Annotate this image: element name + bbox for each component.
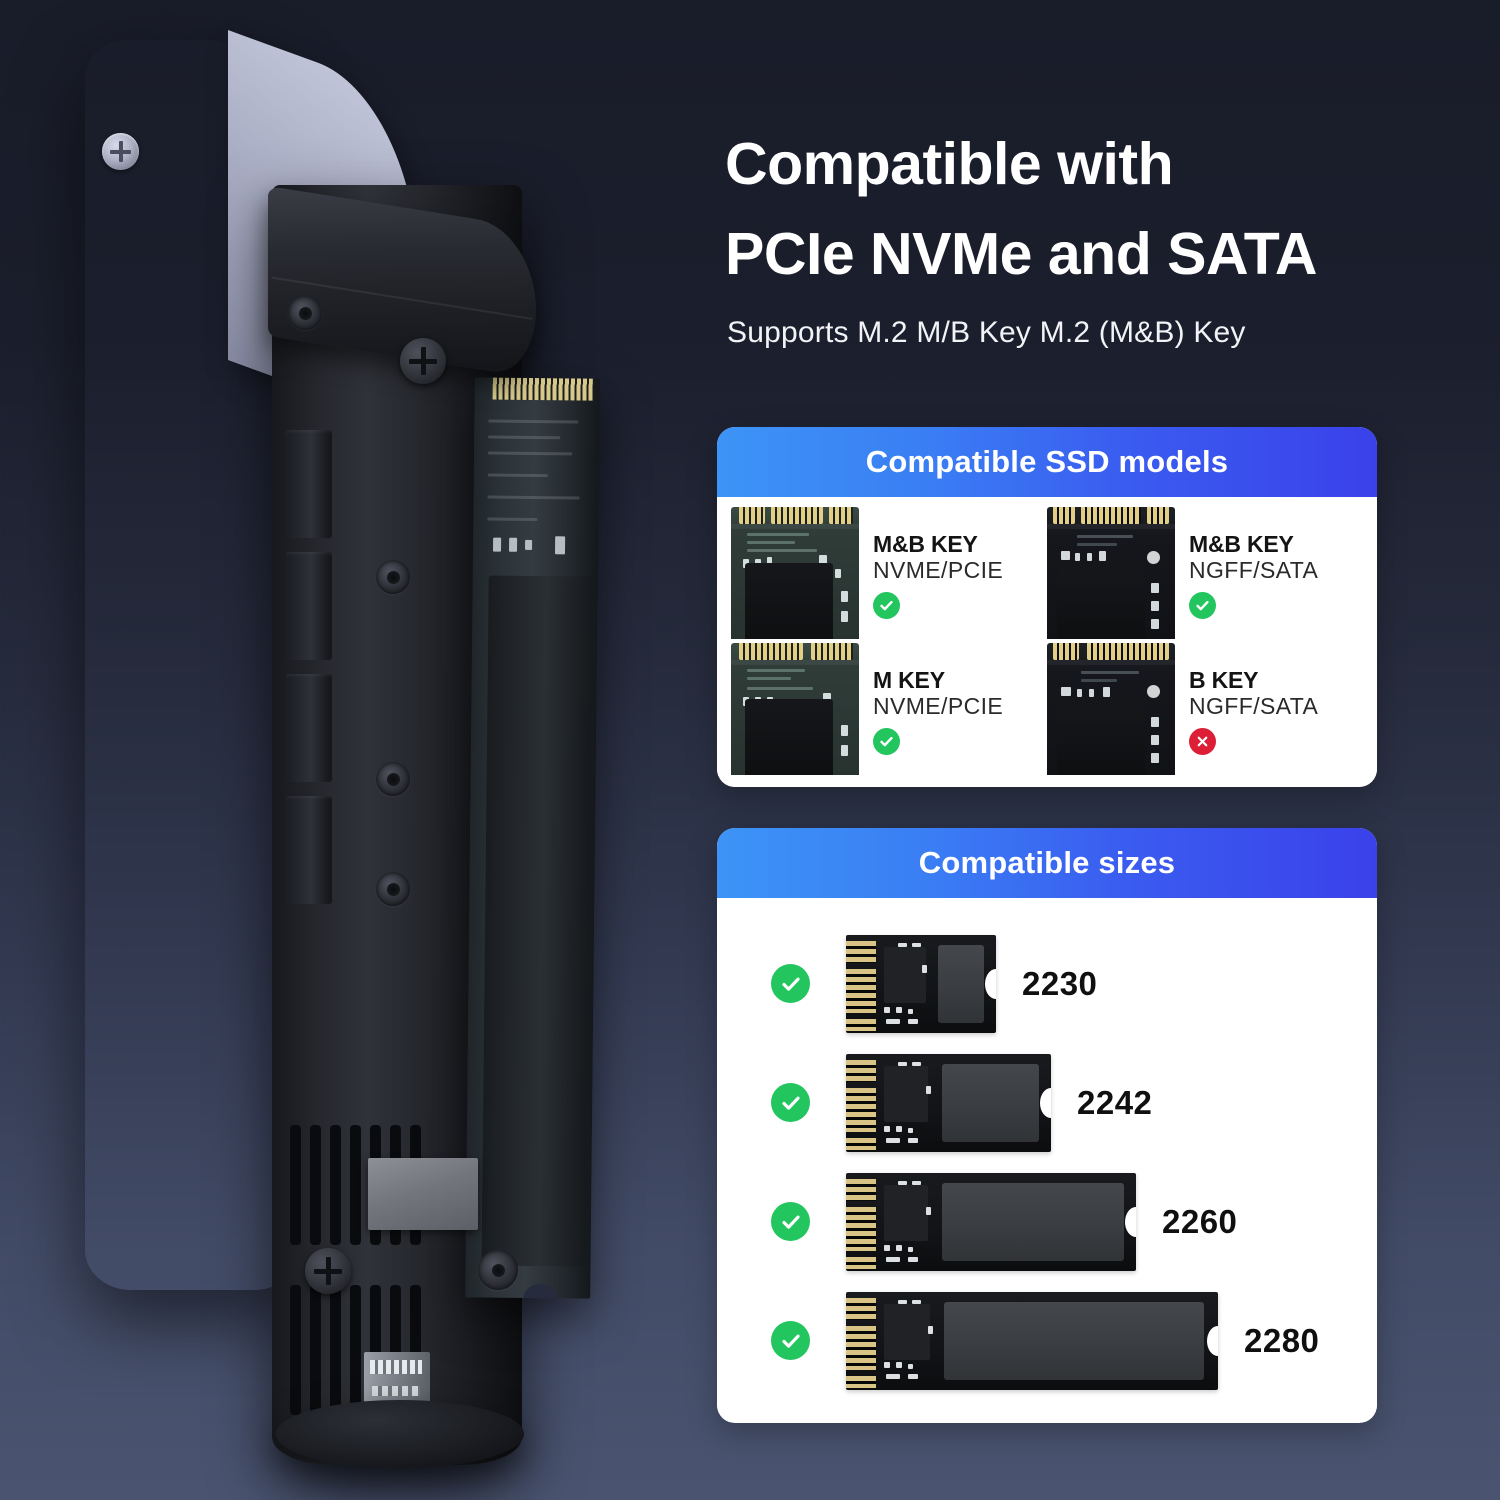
m2-ssd-module xyxy=(465,377,600,1299)
size-row-2280: 2280 xyxy=(717,1285,1377,1397)
headline-line-2: PCIe NVMe and SATA xyxy=(725,220,1318,287)
ssd-thumbnail-b-ngff xyxy=(1047,643,1175,775)
model-interface-label-0: NVME/PCIE xyxy=(873,557,1004,584)
ssd-module-2280 xyxy=(846,1291,1218,1390)
model-item-1: M&B KEY NGFF/SATA xyxy=(1047,505,1363,641)
model-item-0: M&B KEY NVME/PCIE xyxy=(731,505,1047,641)
enclosure-foot xyxy=(276,1400,524,1468)
ssd-thumbnail-mb-ngff xyxy=(1047,507,1175,639)
status-check-icon-1 xyxy=(1189,592,1216,620)
thermal-pad xyxy=(368,1158,478,1230)
ssd-controller-label xyxy=(481,575,593,1267)
standoff-4 xyxy=(376,872,410,906)
content-column: Compatible with PCIe NVMe and SATA Suppo… xyxy=(717,0,1500,1500)
size-check-icon-2230 xyxy=(771,964,810,1003)
model-key-label-0: M&B KEY xyxy=(873,530,978,557)
size-row-2242: 2242 xyxy=(717,1047,1377,1159)
size-check-icon-2260 xyxy=(771,1202,810,1241)
model-interface-label-2: NVME/PCIE xyxy=(873,693,1004,720)
status-check-icon-0 xyxy=(873,592,900,620)
status-cross-icon-3 xyxy=(1189,728,1216,756)
size-label-2230: 2230 xyxy=(1022,964,1098,1002)
size-label-2242: 2242 xyxy=(1077,1083,1153,1121)
shell-screw-icon xyxy=(102,133,139,170)
models-grid: M&B KEY NVME/PCIE xyxy=(717,497,1377,787)
model-key-label-1: M&B KEY xyxy=(1189,530,1294,557)
mount-thumbscrew-bottom xyxy=(305,1248,351,1294)
size-check-icon-2280 xyxy=(771,1321,810,1360)
standoff-bottom xyxy=(478,1250,518,1290)
model-interface-label-1: NGFF/SATA xyxy=(1189,557,1319,584)
page-title: Compatible with PCIe NVMe and SATA xyxy=(725,120,1485,299)
mount-thumbscrew-top xyxy=(400,338,446,384)
sizes-card-title: Compatible sizes xyxy=(918,845,1176,880)
product-photo xyxy=(0,0,700,1500)
model-interface-label-3: NGFF/SATA xyxy=(1189,693,1319,720)
compatible-sizes-card: Compatible sizes xyxy=(717,828,1377,1423)
ssd-thumbnail-m-nvme xyxy=(731,643,859,775)
models-card-header: Compatible SSD models xyxy=(717,427,1377,497)
standoff-2 xyxy=(376,560,410,594)
standoff-3 xyxy=(376,762,410,796)
model-item-3: B KEY NGFF/SATA xyxy=(1047,641,1363,777)
page-subtitle: Supports M.2 M/B Key M.2 (M&B) Key xyxy=(727,316,1246,349)
ssd-gold-fingers xyxy=(492,377,593,401)
sizes-list: 2230 xyxy=(717,898,1377,1422)
size-row-2230: 2230 xyxy=(717,928,1377,1040)
model-key-label-2: M KEY xyxy=(873,666,945,693)
size-check-icon-2242 xyxy=(771,1083,810,1122)
ssd-module-2242 xyxy=(846,1053,1051,1152)
ssd-thumbnail-mb-nvme xyxy=(731,507,859,639)
model-key-label-3: B KEY xyxy=(1189,666,1259,693)
compatible-ssd-models-card: Compatible SSD models xyxy=(717,427,1377,787)
headline-line-1: Compatible with xyxy=(725,131,1174,197)
models-card-title: Compatible SSD models xyxy=(865,444,1229,479)
standoff-1 xyxy=(288,296,322,330)
size-label-2280: 2280 xyxy=(1244,1321,1320,1359)
model-item-2: M KEY NVME/PCIE xyxy=(731,641,1047,777)
ssd-key-notch xyxy=(523,1283,558,1299)
sizes-card-header: Compatible sizes xyxy=(717,828,1377,898)
size-label-2260: 2260 xyxy=(1162,1202,1238,1240)
size-row-2260: 2260 xyxy=(717,1166,1377,1278)
status-check-icon-2 xyxy=(873,728,900,756)
ssd-module-2230 xyxy=(846,934,996,1033)
ssd-module-2260 xyxy=(846,1172,1136,1271)
